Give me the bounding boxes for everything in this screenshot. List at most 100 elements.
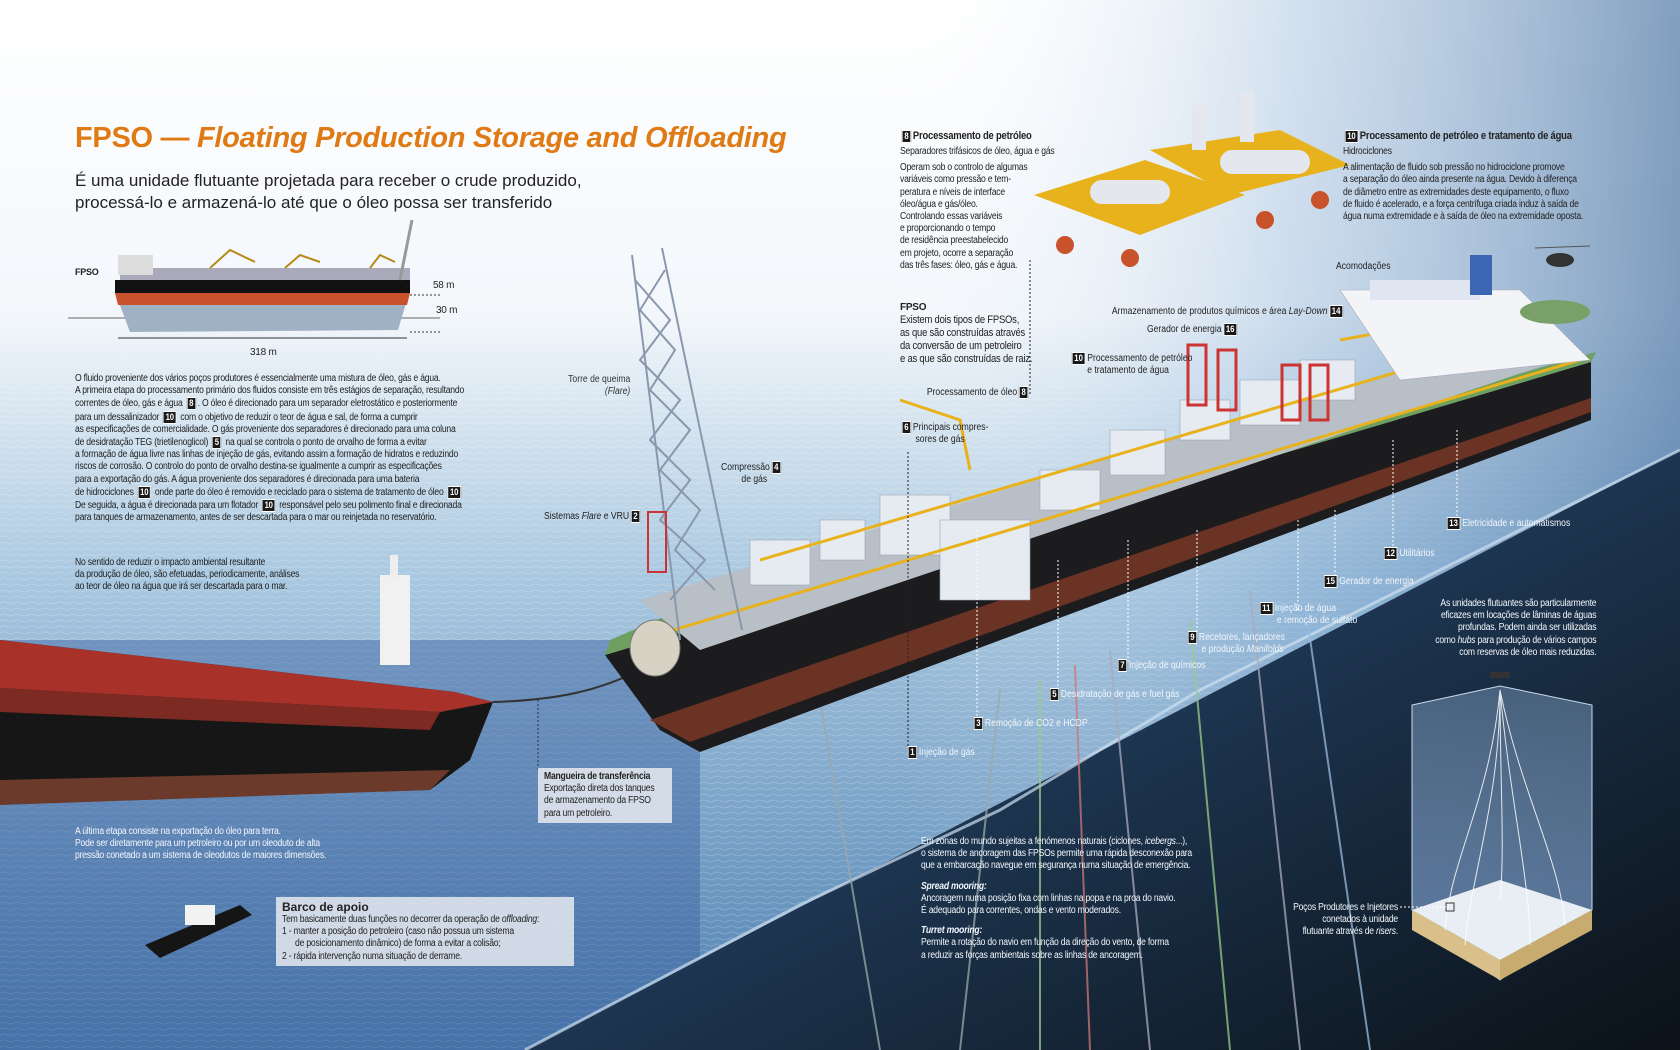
italic-term: hubs — [1457, 634, 1476, 646]
text-segment: peratura e níveis de interface — [900, 186, 1005, 198]
subsea-field-cube — [1400, 672, 1593, 981]
number-badge: 14 — [1329, 305, 1344, 318]
label-italic: (Flare) — [604, 386, 630, 397]
number-badge: 10 — [261, 499, 276, 513]
text-line: e as que são construídas de raiz. — [900, 353, 1032, 366]
text-segment: de posicionamento dinâmico) de forma a e… — [282, 938, 501, 950]
fpso-side-view — [68, 219, 440, 339]
text-line: Permite a rotação do navio em função da … — [921, 937, 1192, 949]
shuttle-tanker — [0, 555, 493, 805]
text-segment: de diâmetro entre as extremidades deste … — [1343, 186, 1569, 198]
support-boat-text: Tem basicamente duas funções no decorrer… — [282, 914, 539, 963]
number-badge: 12 — [1383, 547, 1398, 560]
label-text: Injeção de gás — [918, 747, 975, 758]
spread-mooring-text: Ancoragem numa posição fixa com linhas n… — [921, 893, 1192, 917]
text-segment: as que são construídas através — [900, 327, 1026, 340]
text-segment: da produção de óleo, são efetuadas, peri… — [75, 569, 300, 581]
text-line: As unidades flutuantes são particularmen… — [1435, 598, 1596, 610]
label-text: e tratamento de água — [1087, 365, 1169, 376]
turret-mooring-title: Turret mooring: — [921, 925, 983, 937]
box-subtitle: Hidrociclones — [1343, 146, 1392, 157]
title-italic: Floating Production Storage and Offloadi… — [196, 122, 787, 154]
flare-tower — [631, 247, 743, 641]
text-line: No sentido de reduzir o impacto ambienta… — [75, 557, 299, 569]
text-line: das três fases: óleo, gás e água. — [900, 260, 1054, 272]
number-badge: 16 — [1223, 323, 1238, 336]
text-line: de diâmetro entre as extremidades deste … — [1343, 187, 1583, 199]
length-dimension: 318 m — [250, 347, 277, 358]
text-segment: para tanques de armazenamento, antes de … — [75, 512, 437, 524]
text-segment: onde parte do óleo é removido e reciclad… — [152, 486, 446, 498]
text-segment: de hidrociclones — [75, 486, 136, 498]
label-italic: Manifolds — [1246, 644, 1284, 655]
turret-mooring-text: Permite a rotação do navio em função da … — [921, 937, 1192, 961]
text-line: eficazes em locações de lâminas de águas — [1435, 610, 1597, 622]
text-line: água numa extremidade e à saída de óleo … — [1343, 211, 1583, 223]
number-badge: 10 — [163, 410, 177, 424]
text-segment: A primeira etapa do processamento primár… — [75, 385, 465, 397]
text-line: em projeto, ocorre a separação — [900, 248, 1054, 260]
label-text: sores de gás — [915, 434, 965, 445]
label-text: Gerador de energia — [1147, 324, 1222, 335]
box-subtitle: Separadores trifásicos de óleo, água e g… — [900, 146, 1055, 157]
label-flare-tower: Torre de queima(Flare) — [568, 374, 630, 398]
label-text: Eletricidade e automatismos — [1462, 518, 1571, 529]
label-text: Remoção de CO2 e HCDP — [984, 718, 1088, 729]
text-segment: . — [1395, 926, 1398, 938]
page-subtitle: É uma unidade flutuante projetada para r… — [75, 170, 582, 214]
text-segment: pressão conetado a um sistema de oleodut… — [75, 850, 327, 862]
text-line: com reservas de óleo mais reduzidas. — [1435, 647, 1596, 659]
text-line: óleo/água e gás/óleo. — [900, 199, 1054, 211]
page-title: FPSO — Floating Production Storage and O… — [75, 122, 787, 155]
text-line: de armazenamento da FPSO — [544, 795, 651, 807]
number-badge: 15 — [1323, 575, 1338, 588]
text-line: Exportação direta dos tanques — [544, 783, 655, 795]
text-line: as especificações de comercialidade. O g… — [75, 424, 464, 436]
text-line: profundas. Podem ainda ser utilizadas — [1435, 622, 1597, 634]
text-segment: da conversão de um petroleiro — [900, 340, 1022, 353]
label-accommodation: Acomodações — [1336, 261, 1391, 272]
draft-dimension: 30 m — [436, 305, 458, 316]
text-segment: correntes de óleo, gás e água — [75, 398, 185, 410]
text-line: A última etapa consiste na exportação do… — [75, 826, 326, 838]
text-segment: para produção de vários campos — [1475, 634, 1596, 646]
text-segment: Ancoragem numa posição fixa com linhas n… — [921, 892, 1176, 904]
text-segment: a reduzir as forças ambientais sobre as … — [921, 949, 1143, 961]
number-badge: 5 — [212, 436, 222, 450]
text-line: para um petroleiro. — [544, 808, 649, 820]
text-segment: . O óleo é direcionado para um separador… — [197, 398, 458, 410]
text-segment: com reservas de óleo mais reduzidas. — [1458, 646, 1596, 658]
label-text: e produção — [1201, 644, 1247, 655]
support-boat-callout: Barco de apoio Tem basicamente duas funç… — [276, 897, 574, 966]
text-line: É adequado para correntes, ondas e vento… — [921, 905, 1192, 917]
text-segment: 1 - manter a posição do petroleiro (caso… — [282, 926, 514, 938]
text-segment: as especificações de comercialidade. O g… — [75, 423, 456, 435]
italic-term: risers — [1376, 926, 1396, 938]
label-text: Injeção de água — [1274, 603, 1336, 614]
text-segment: para um petroleiro. — [544, 807, 613, 819]
text-segment: O fluido proveniente dos vários poços pr… — [75, 373, 441, 384]
number-badge: 8 — [901, 130, 912, 143]
box-title: Processamento de petróleo — [912, 130, 1032, 142]
text-line: de hidrociclones 10 onde parte do óleo é… — [75, 485, 464, 499]
text-segment: de desidratação TEG (trietilenoglicol) — [75, 437, 211, 449]
text-segment: óleo/água e gás/óleo. — [900, 198, 978, 210]
label-text: Compressão — [721, 462, 771, 473]
text-line: de posicionamento dinâmico) de forma a e… — [282, 938, 528, 950]
text-segment: : — [536, 914, 540, 925]
subtitle-line: É uma unidade flutuante projetada para r… — [75, 171, 582, 190]
text-line: de residência preestabelecido — [900, 235, 1054, 247]
note-title: FPSO — [900, 302, 927, 313]
hose-reel — [629, 619, 681, 677]
text-segment: na qual se controla o ponto de orvalho d… — [223, 437, 427, 449]
